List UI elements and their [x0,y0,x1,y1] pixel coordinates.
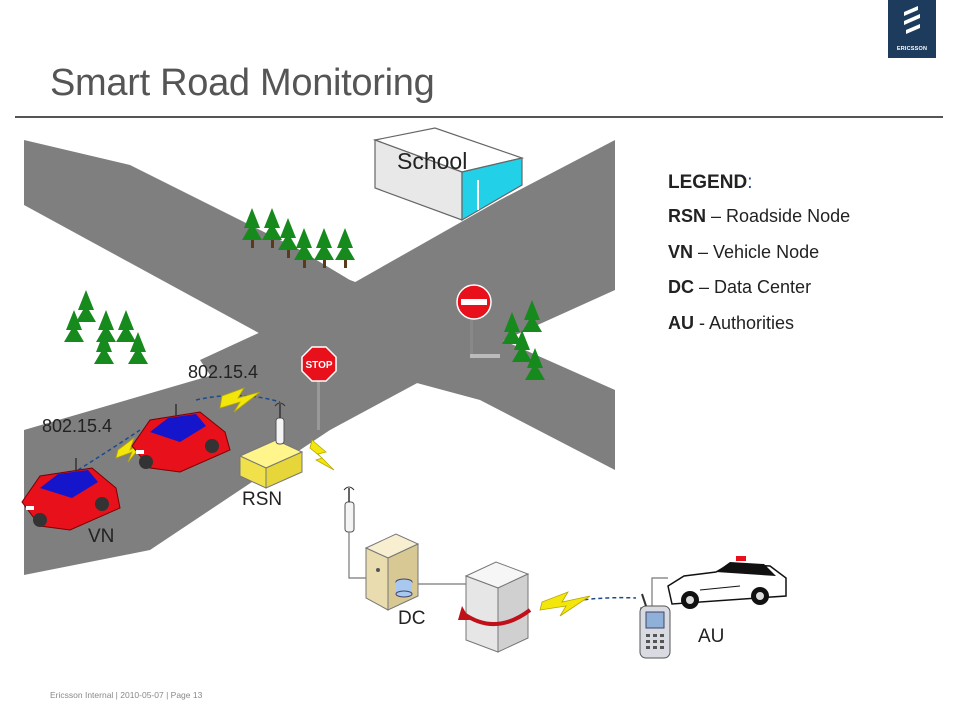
trees-right [502,300,545,380]
stop-sign: STOP [301,346,337,430]
title-divider [15,116,943,118]
legend-item-vn: VN – Vehicle Node [668,242,850,278]
trees-top [242,208,355,268]
link-label-upper: 802.15.4 [188,362,258,382]
police-car [667,556,787,609]
rsn-label: RSN [242,489,282,510]
rsn-node: RSN [238,402,304,510]
legend-title: LEGEND: [668,172,850,194]
dc-label: DC [398,608,425,629]
link-label-lower: 802.15.4 [42,416,112,436]
legend-title-colon: : [747,172,753,193]
legend: LEGEND: RSN – Roadside Node VN – Vehicle… [668,172,850,348]
vn-label: VN [88,526,114,547]
ericsson-logo: ERICSSON [888,0,936,58]
legend-item-rsn: RSN – Roadside Node [668,206,850,242]
no-entry-sign [456,284,500,358]
ericsson-mark-icon [904,6,920,34]
stop-sign-text: STOP [305,360,332,371]
mobile-phone [639,593,671,659]
au-label: AU [698,626,724,647]
legend-abbr: AU [668,312,694,333]
legend-abbr: DC [668,277,694,297]
page-title: Smart Road Monitoring [50,62,435,104]
legend-desc: - Authorities [694,312,795,333]
lightning-icons [115,387,591,617]
legend-item-dc: DC – Data Center [668,277,850,313]
legend-desc: – Data Center [694,277,812,297]
trees-left [64,290,148,364]
legend-item-au: AU - Authorities [668,313,850,349]
logo-wordmark: ERICSSON [896,46,928,52]
router-cabinet [458,561,532,653]
legend-desc: – Vehicle Node [693,241,820,262]
vehicle-node-rear: VN [21,458,121,547]
legend-abbr: RSN [668,206,707,226]
school-building: School [372,127,525,222]
slide-footer: Ericsson Internal | 2010-05-07 | Page 13 [50,690,203,700]
vehicle-node-front [131,404,231,473]
legend-abbr: VN [668,241,694,262]
legend-title-text: LEGEND [668,172,748,193]
school-label: School [397,148,467,174]
data-center-server: DC [364,533,425,629]
legend-desc: – Roadside Node [706,206,851,226]
